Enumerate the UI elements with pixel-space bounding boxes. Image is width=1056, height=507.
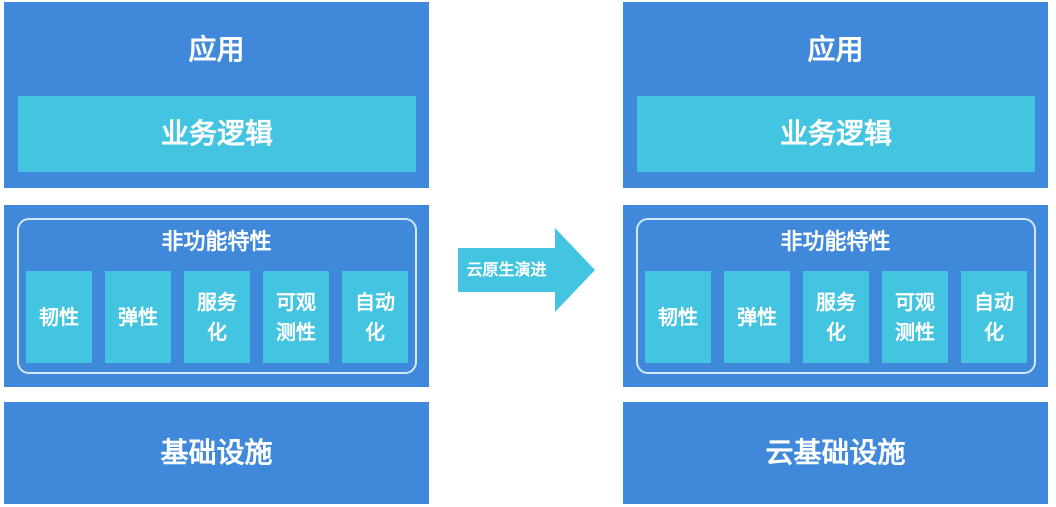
- non-functional-title: 非功能特性: [161, 230, 272, 255]
- non-functional-layer: 非功能特性 韧性 弹性 服务 化 可观 测性 自动 化: [623, 205, 1048, 387]
- feature-resilience: 韧性: [645, 271, 711, 363]
- infrastructure-title: 云基础设施: [765, 436, 906, 469]
- feature-elasticity: 弹性: [724, 271, 790, 363]
- arrow-shape: [458, 228, 595, 312]
- feature-label: 可观: [895, 290, 935, 314]
- business-logic-box: 业务逻辑: [18, 96, 416, 172]
- evolution-arrow-label: 云原生演进: [466, 260, 547, 279]
- non-functional-outline: [17, 218, 417, 374]
- feature-resilience: 韧性: [26, 271, 92, 363]
- business-logic-box: 业务逻辑: [637, 96, 1035, 172]
- infrastructure-layer: 云基础设施: [623, 402, 1048, 504]
- infrastructure-layer: 基础设施: [4, 402, 429, 504]
- feature-service-oriented: 服务 化: [184, 271, 250, 363]
- feature-label: 化: [207, 320, 227, 344]
- feature-automation: 自动 化: [342, 271, 408, 363]
- feature-label: 服务: [197, 290, 237, 314]
- feature-label: 韧性: [658, 305, 698, 329]
- feature-label: 化: [984, 320, 1004, 344]
- feature-elasticity: 弹性: [105, 271, 171, 363]
- feature-label: 自动: [355, 290, 395, 314]
- application-layer: 应用 业务逻辑: [623, 2, 1048, 188]
- feature-label: 测性: [895, 320, 935, 344]
- feature-label: 自动: [974, 290, 1014, 314]
- application-title: 应用: [188, 33, 245, 66]
- non-functional-layer: 非功能特性 韧性 弹性 服务 化 可观 测性 自动 化: [4, 205, 429, 387]
- feature-label: 测性: [276, 320, 316, 344]
- application-title: 应用: [807, 33, 864, 66]
- stack-after: 应用 业务逻辑 非功能特性 韧性 弹性 服务 化 可观 测性 自动 化 云基础设…: [623, 0, 1048, 507]
- infrastructure-title: 基础设施: [160, 436, 273, 469]
- non-functional-outline: [636, 218, 1036, 374]
- application-layer: 应用 业务逻辑: [4, 2, 429, 188]
- feature-automation: 自动 化: [961, 271, 1027, 363]
- evolution-arrow-icon: [458, 228, 595, 312]
- feature-label: 弹性: [118, 305, 158, 329]
- feature-observability: 可观 测性: [263, 271, 329, 363]
- feature-label: 可观: [276, 290, 316, 314]
- feature-label: 化: [826, 320, 846, 344]
- feature-observability: 可观 测性: [882, 271, 948, 363]
- feature-label: 弹性: [737, 305, 777, 329]
- feature-label: 化: [365, 320, 385, 344]
- feature-service-oriented: 服务 化: [803, 271, 869, 363]
- non-functional-title: 非功能特性: [780, 230, 891, 255]
- stack-before: 应用 业务逻辑 非功能特性 韧性 弹性 服务 化 可观 测性 自动 化 基础设施: [4, 0, 429, 507]
- feature-label: 服务: [816, 290, 856, 314]
- feature-label: 韧性: [39, 305, 79, 329]
